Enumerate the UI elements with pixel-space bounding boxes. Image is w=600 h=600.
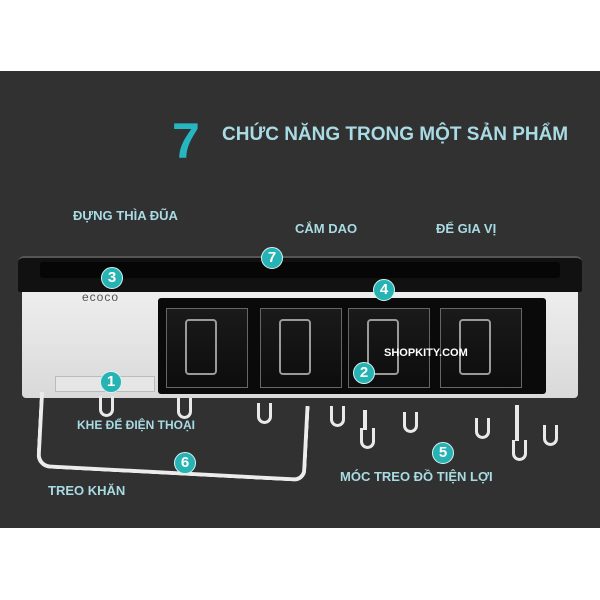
watermark: SHOPKITY.COM bbox=[384, 347, 468, 359]
title-number: 7 bbox=[172, 113, 200, 169]
label-spoon-holder: ĐỰNG THÌA ĐŨA bbox=[73, 208, 178, 223]
hook bbox=[543, 425, 558, 446]
label-hooks: MÓC TREO ĐỒ TIỆN LỢI bbox=[340, 469, 493, 484]
spice-box bbox=[260, 308, 342, 388]
hook-stem bbox=[363, 410, 367, 430]
tray-slot bbox=[40, 262, 560, 278]
badge-2: 2 bbox=[353, 362, 375, 384]
title-text: CHỨC NĂNG TRONG MỘT SẢN PHẨM bbox=[222, 124, 569, 145]
badge-6: 6 bbox=[174, 452, 196, 474]
badge-5: 5 bbox=[432, 442, 454, 464]
spice-box bbox=[166, 308, 248, 388]
brand-logo: ecoco bbox=[82, 290, 120, 304]
hook bbox=[257, 403, 272, 424]
hook bbox=[177, 398, 192, 419]
towel-bar bbox=[36, 392, 310, 483]
hook bbox=[360, 428, 375, 449]
badge-3: 3 bbox=[101, 267, 123, 289]
hook bbox=[512, 440, 527, 461]
label-phone-slot: KHE ĐỂ ĐIỆN THOẠI bbox=[77, 418, 196, 432]
spice-box bbox=[440, 308, 522, 388]
badge-7: 7 bbox=[261, 247, 283, 269]
hook bbox=[475, 418, 490, 439]
label-spice-holder: ĐỂ GIA VỊ bbox=[436, 221, 497, 236]
label-knife-holder: CẮM DAO bbox=[295, 221, 358, 236]
hook bbox=[99, 396, 114, 417]
badge-4: 4 bbox=[373, 279, 395, 301]
hook bbox=[403, 412, 418, 433]
hook-stem bbox=[515, 405, 519, 441]
badge-1: 1 bbox=[100, 371, 122, 393]
label-towel-bar: TREO KHĂN bbox=[48, 483, 126, 498]
hook bbox=[330, 406, 345, 427]
